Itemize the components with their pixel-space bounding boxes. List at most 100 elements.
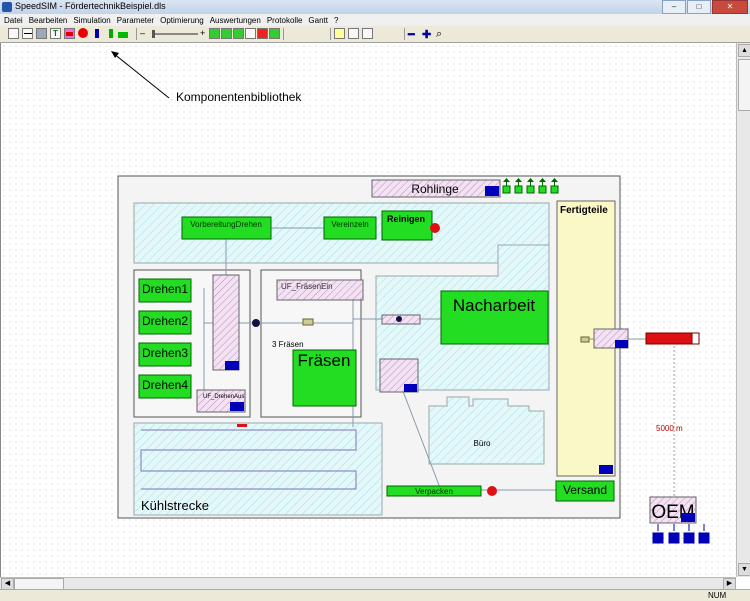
rohlinge-buffer[interactable]: [371, 179, 501, 198]
drehen-buffer-queue: [225, 361, 239, 370]
source-tool-icon[interactable]: [78, 28, 89, 39]
versand-label: Versand: [563, 483, 607, 497]
vehicle-tool-icon[interactable]: [118, 28, 129, 39]
fertigteile-label: Fertigteile: [560, 205, 608, 216]
machine-drehen4[interactable]: [138, 374, 192, 399]
uf-fraesen-ein-label: UF_FräsenEin: [281, 282, 333, 291]
menu-optimierung[interactable]: Optimierung: [160, 16, 204, 25]
uf-drehen-aus-label: UF_DrehenAus: [203, 394, 244, 400]
speed-minus-icon[interactable]: –: [140, 28, 146, 38]
area-kuehlstrecke: [133, 422, 383, 516]
annotation-arrow: [112, 52, 170, 99]
fast-forward-icon[interactable]: [221, 28, 232, 39]
rohlinge-label: Rohlinge: [411, 182, 459, 196]
step-icon[interactable]: [233, 28, 244, 39]
machine-vereinzeln[interactable]: [323, 216, 377, 240]
machine-drehen1[interactable]: [138, 278, 192, 303]
speed-plus-icon[interactable]: +: [200, 28, 206, 38]
truck-cab-icon: [691, 332, 700, 345]
rohlinge-sources[interactable]: [502, 178, 559, 194]
drehen-buffer[interactable]: [212, 274, 240, 371]
connect-icon[interactable]: [390, 28, 401, 39]
machine-drehen3[interactable]: [138, 342, 192, 367]
model-canvas[interactable]: Komponentenbibliothek Büro Kühlstrecke F…: [0, 43, 737, 577]
menu-gantt[interactable]: Gantt: [308, 16, 328, 25]
uf-fraesen-ein-buffer[interactable]: [276, 279, 364, 301]
fraesen-count-label: 3 Fräsen: [272, 340, 304, 349]
machine-fraesen[interactable]: [292, 349, 357, 407]
stop-icon[interactable]: [257, 28, 268, 39]
zoom-in-icon[interactable]: ✚: [422, 29, 432, 41]
zoom-out-icon[interactable]: ━: [408, 29, 415, 41]
machine-versand[interactable]: [555, 480, 615, 502]
menu-auswertungen[interactable]: Auswertungen: [209, 16, 261, 25]
text-tool-icon[interactable]: T: [50, 28, 61, 39]
vertical-scrollbar[interactable]: ▲ ▼: [736, 43, 750, 577]
window-controls: – □ ✕: [662, 0, 748, 14]
status-bar: NUM: [0, 589, 750, 601]
machine-drehen2[interactable]: [138, 310, 192, 335]
fertigteile-worker-icon: [580, 336, 590, 343]
grid-tool-icon[interactable]: [36, 28, 47, 39]
area-buero: [428, 396, 545, 465]
drehen1-label: Drehen1: [142, 282, 188, 296]
menu-simulation[interactable]: Simulation: [73, 16, 111, 25]
align-icon[interactable]: [348, 28, 359, 39]
reinigen-label: Reinigen: [387, 214, 425, 224]
robot-icon: [252, 319, 260, 327]
copy-icon[interactable]: [334, 28, 345, 39]
worker-tool-icon[interactable]: [92, 28, 103, 39]
conveyor-tool-icon[interactable]: [22, 28, 33, 39]
close-icon[interactable]: ✕: [712, 0, 748, 14]
flag-icon[interactable]: [314, 28, 325, 39]
vertical-scroll-thumb[interactable]: [738, 59, 750, 111]
drehen3-label: Drehen3: [142, 346, 188, 360]
drehen2-label: Drehen2: [142, 314, 188, 328]
window-title: SpeedSIM - FördertechnikBeispiel.dls: [15, 1, 166, 11]
verpacken-label: Verpacken: [415, 487, 453, 496]
annotation-arrowhead: [111, 51, 119, 58]
menu-bearbeiten[interactable]: Bearbeiten: [28, 16, 68, 25]
label-icon[interactable]: [301, 28, 312, 39]
app-icon: [2, 2, 12, 12]
horizontal-scrollbar[interactable]: ◀ ▶: [0, 577, 736, 590]
machine-verpacken[interactable]: [386, 485, 482, 497]
fertigteile-buffer-queue: [615, 340, 628, 348]
route-icon[interactable]: [376, 28, 387, 39]
reinigen-sink-icon: [430, 223, 440, 233]
kuehlstrecke-conveyors[interactable]: [140, 429, 357, 490]
fraesen-worker-icon: [302, 318, 314, 326]
speed-slider[interactable]: [152, 30, 198, 38]
menu-bar: Datei Bearbeiten Simulation Parameter Optimi…: [0, 14, 750, 26]
component-toolbar: T – + ━ ✚ ⌕: [0, 26, 750, 43]
end-icon[interactable]: [269, 28, 280, 39]
vereinzeln-label: Vereinzeln: [331, 220, 368, 229]
worker2-tool-icon[interactable]: [106, 28, 117, 39]
nacharbeit-label: Nacharbeit: [453, 296, 535, 315]
select-tool-icon[interactable]: [8, 28, 19, 39]
nacharbeit-out-queue: [404, 384, 417, 392]
menu-protokolle[interactable]: Protokolle: [266, 16, 303, 25]
verpacken-sink-icon: [487, 486, 497, 496]
pause-icon[interactable]: [245, 28, 256, 39]
machine-nacharbeit[interactable]: [440, 290, 549, 345]
snap-grid-icon[interactable]: [362, 28, 373, 39]
play-icon[interactable]: [209, 28, 220, 39]
minimize-icon[interactable]: –: [662, 0, 686, 14]
magnifier-icon[interactable]: ⌕: [436, 28, 443, 40]
menu-help[interactable]: ?: [334, 16, 339, 25]
machine-vorbereitung-drehen[interactable]: [181, 216, 272, 240]
scroll-up-icon[interactable]: ▲: [738, 44, 750, 57]
maximize-icon[interactable]: □: [687, 0, 711, 14]
move-icon[interactable]: [287, 28, 298, 39]
machine-reinigen[interactable]: [381, 210, 433, 241]
nacharbeit-robot-icon: [396, 316, 402, 322]
menu-datei[interactable]: Datei: [4, 16, 23, 25]
scroll-down-icon[interactable]: ▼: [738, 563, 750, 576]
oem-sinks[interactable]: [652, 524, 710, 544]
buffer-tool-icon[interactable]: [64, 28, 75, 39]
transfer-marker: [237, 424, 247, 427]
truck-icon[interactable]: [645, 332, 693, 345]
menu-parameter[interactable]: Parameter: [116, 16, 155, 25]
annotation-label: Komponentenbibliothek: [176, 90, 302, 104]
